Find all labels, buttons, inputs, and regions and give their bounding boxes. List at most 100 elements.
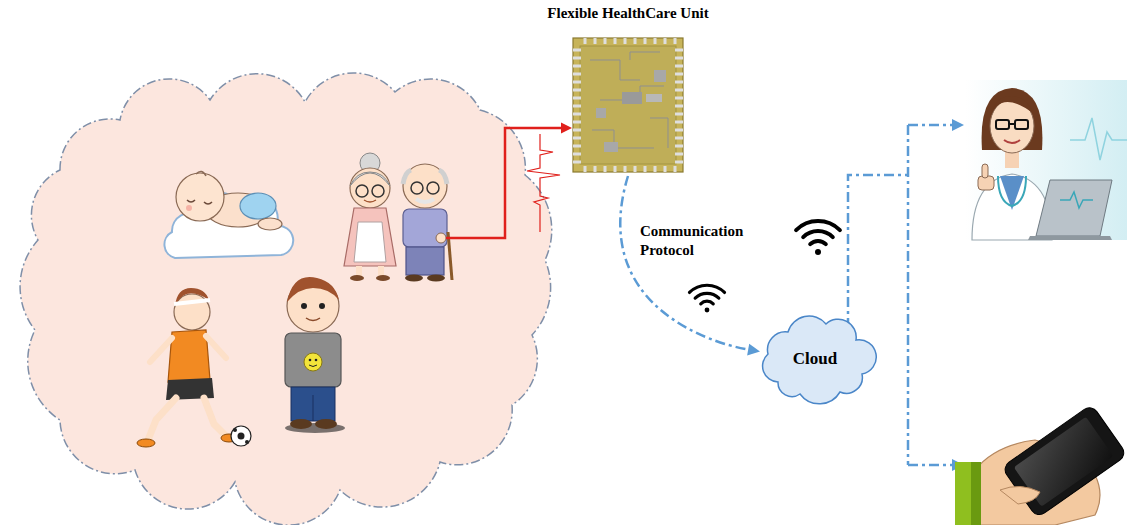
old-man-figure	[436, 233, 446, 243]
doctor-figure	[1015, 120, 1028, 129]
old-man-figure	[403, 164, 447, 208]
doctor-figure	[965, 80, 1127, 240]
man-figure	[290, 419, 312, 429]
wifi-icon	[695, 293, 719, 298]
man-figure	[301, 303, 307, 309]
people-cloud	[20, 73, 552, 525]
arrow-head	[747, 344, 760, 356]
soccer-ball	[245, 440, 249, 444]
old-woman-figure	[364, 200, 376, 202]
old-woman-figure	[356, 266, 362, 276]
man-figure	[285, 277, 345, 433]
old-woman-figure	[344, 208, 396, 266]
wifi-icon	[701, 301, 713, 304]
man-figure	[313, 395, 314, 421]
phone-in-hand	[955, 404, 1127, 525]
old-woman-figure	[356, 185, 368, 197]
old-woman-figure	[376, 275, 390, 281]
phone-in-hand	[1000, 486, 1040, 504]
chip-image	[622, 92, 642, 104]
wifi-icon	[815, 249, 821, 255]
baby-figure	[176, 173, 224, 221]
dashed-connector	[620, 176, 760, 355]
runner-figure	[174, 300, 210, 304]
wifi-icon	[803, 231, 833, 237]
man-figure	[287, 277, 339, 302]
man-figure	[285, 333, 341, 387]
distribution-lines	[908, 124, 952, 127]
old-man-figure	[427, 275, 445, 282]
runner-figure	[148, 398, 226, 440]
doctor-figure	[1004, 140, 1020, 143]
distribution-lines	[907, 125, 910, 465]
chip-image	[675, 50, 683, 162]
arrow-heads	[952, 119, 964, 471]
chip-image	[654, 70, 666, 82]
runner-figure	[137, 439, 155, 447]
doctor-figure	[1036, 180, 1112, 236]
people-cloud	[20, 73, 552, 525]
sensor-signal-link	[446, 123, 572, 239]
old-woman-figure	[350, 172, 390, 186]
doctor-figure	[965, 80, 1127, 240]
wifi-icon	[810, 241, 826, 244]
chip-image	[585, 38, 675, 44]
doctor-figure	[1000, 176, 1024, 210]
old-woman-figure	[350, 168, 390, 208]
old-man-figure	[427, 182, 439, 194]
man-figure	[309, 365, 317, 367]
soccer-ball	[238, 433, 245, 440]
baby-figure	[258, 218, 282, 230]
runner-figure	[174, 294, 210, 330]
old-man-figure	[406, 247, 444, 275]
chip-unit: Flexible HealthCare Unit	[524, 4, 732, 172]
old-man-figure	[403, 209, 447, 247]
baby-figure	[187, 200, 212, 204]
old-woman-figure	[344, 153, 396, 281]
old-man-figure	[405, 275, 423, 282]
wifi-icon	[689, 285, 724, 292]
doctor-figure	[982, 164, 988, 178]
wifi-icon	[796, 221, 840, 255]
chip-image	[573, 50, 581, 162]
wifi-icon	[705, 308, 710, 313]
distribution-lines	[908, 464, 952, 467]
phone-in-hand	[971, 462, 981, 525]
baby-figure	[240, 193, 276, 219]
edge-label: Communication Protocol	[640, 222, 765, 260]
baby-figure	[164, 171, 293, 258]
dashed-connector	[620, 176, 748, 350]
runner-figure	[150, 336, 226, 362]
man-figure	[309, 359, 312, 362]
man-figure	[319, 303, 325, 309]
arrow-heads	[952, 119, 964, 131]
old-man-figure	[411, 182, 423, 194]
man-figure	[304, 353, 322, 371]
node-label: Cloud	[793, 349, 837, 369]
chip-image	[590, 52, 668, 148]
soccer-ball	[233, 428, 237, 432]
man-figure	[315, 359, 318, 362]
runner-figure	[175, 288, 209, 306]
baby-figure	[196, 171, 206, 176]
man-figure	[306, 318, 320, 321]
wifi-icon	[689, 285, 724, 312]
man-figure	[291, 387, 335, 421]
old-man-figure	[403, 170, 447, 184]
cloud-outline	[763, 316, 877, 404]
soccer-ball	[231, 426, 251, 446]
wifi-icon	[796, 221, 840, 230]
soccer-ball	[231, 426, 251, 446]
doctor-figure	[1070, 118, 1127, 160]
cloud-node: Cloud	[758, 312, 872, 400]
chip-image	[573, 38, 683, 172]
baby-figure	[186, 205, 192, 211]
chip-image	[580, 46, 676, 164]
old-man-figure	[403, 164, 452, 282]
old-woman-figure	[372, 185, 384, 197]
doctor-figure	[1060, 192, 1093, 208]
old-woman-figure	[354, 222, 386, 262]
